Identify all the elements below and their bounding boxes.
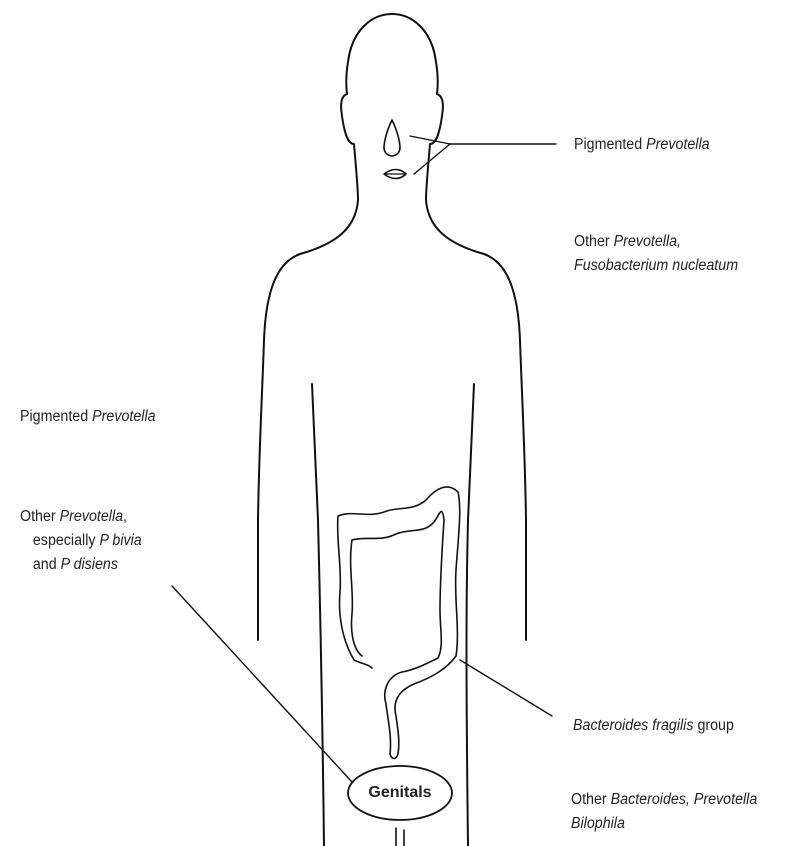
label-italic: Prevotella [646,136,709,153]
label-text: Other [574,233,614,250]
pointer-oral-1 [410,136,450,144]
label-italic: Bacteroides, Prevotella [611,791,758,808]
pointer-oral-2 [414,144,450,174]
torso-left [312,384,324,846]
label-text: Other [20,508,60,525]
torso-right [467,384,475,846]
label-genital-other-prevotella: Other Prevotella, especially P bivia and… [20,505,142,577]
colon-outer [338,487,460,754]
body-outline-left [258,14,392,640]
body-outline-right [392,14,526,640]
label-italic: P disiens [61,556,118,573]
label-italic: Bacteroides fragilis [573,717,693,734]
pointer-gut [460,660,552,716]
label-text: , [123,508,127,525]
label-oral-other-prevotella: Other Prevotella, Fusobacterium nucleatu… [574,230,738,278]
pointer-genital [172,586,352,782]
label-italic: Prevotella, [614,233,681,250]
label-gut-bacteroides-fragilis: Bacteroides fragilis group [573,714,734,738]
label-oral-pigmented-prevotella: Pigmented Prevotella [574,133,710,157]
label-italic: Prevotella [92,408,155,425]
label-text: group [693,717,733,734]
rectum [390,754,398,759]
genitals-label: Genitals [352,782,448,804]
nose-shape [384,120,400,156]
label-text: especially [33,532,100,549]
label-italic: Bilophila [571,815,625,832]
label-italic: Prevotella [60,508,123,525]
colon-inner [351,511,444,754]
label-text: Other [571,791,611,808]
label-text: and [33,556,61,573]
label-genital-pigmented-prevotella: Pigmented Prevotella [20,405,156,429]
label-italic: Fusobacterium nucleatum [574,257,738,274]
label-text: Pigmented [574,136,646,153]
label-text: Pigmented [20,408,92,425]
label-italic: P bivia [99,532,141,549]
label-gut-other-bacteroides: Other Bacteroides, Prevotella Bilophila [571,788,757,836]
